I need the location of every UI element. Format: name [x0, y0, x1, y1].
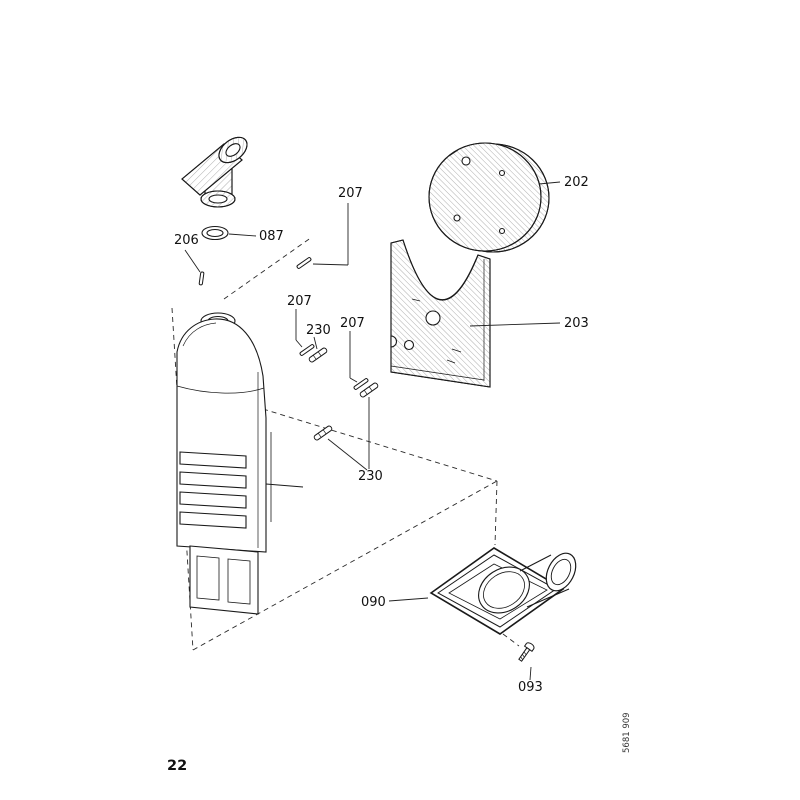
gasket-087	[201, 225, 229, 241]
flue-elbow-flange	[218, 136, 248, 164]
callout-leader-lines	[184, 181, 561, 681]
cover-disc-202	[428, 142, 550, 253]
callout-087: 087	[259, 229, 284, 244]
callout-206: 206	[174, 233, 199, 248]
document-code: 5681 909	[622, 712, 632, 753]
callout-207-right: 207	[340, 316, 365, 331]
pan-flue-duct	[519, 552, 577, 608]
page-number: 22	[167, 758, 187, 774]
studs-207	[296, 257, 369, 390]
insulation-plate-203	[390, 239, 491, 388]
callout-090: 090	[361, 595, 386, 610]
callout-230-mid: 230	[306, 323, 331, 338]
boiler-body	[176, 312, 304, 615]
boiler-stand-frame	[189, 545, 259, 615]
callout-207-mid: 207	[287, 294, 312, 309]
callout-093: 093	[518, 680, 543, 695]
stud-207-b	[299, 344, 315, 356]
flue-elbow-pipe	[181, 136, 248, 208]
stud-207-c	[353, 378, 369, 390]
clip-230-c	[313, 425, 333, 441]
clip-230-b	[359, 382, 379, 398]
callout-230-lower: 230	[358, 469, 383, 484]
stud-207-a	[296, 257, 312, 269]
boiler-insulation-slats	[179, 451, 247, 529]
screw-093	[518, 642, 535, 662]
callout-207-top: 207	[338, 186, 363, 201]
clips-230	[308, 347, 379, 441]
callout-203: 203	[564, 316, 589, 331]
pin-206	[198, 271, 205, 286]
clip-230-a	[308, 347, 328, 363]
callout-202: 202	[564, 175, 589, 190]
condensate-pan-090	[429, 547, 577, 635]
